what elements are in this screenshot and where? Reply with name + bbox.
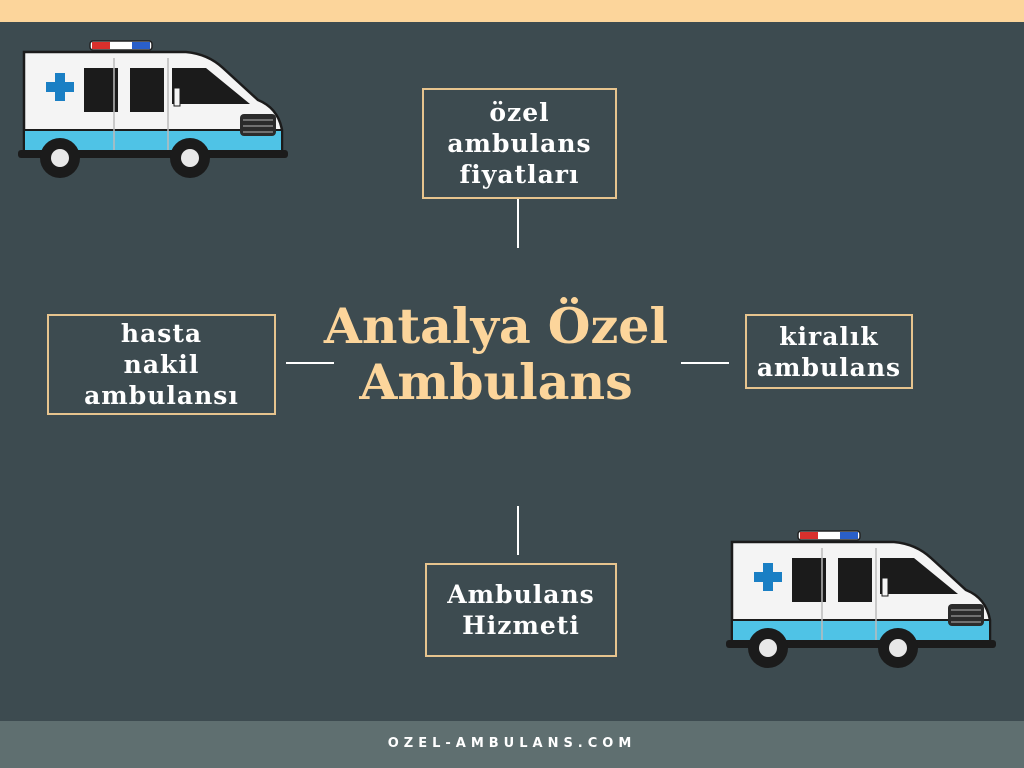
box-left-line-2: nakil xyxy=(123,350,200,379)
connector-left xyxy=(286,362,334,364)
footer-bar xyxy=(0,721,1024,768)
box-ambulans-hizmeti: Ambulans Hizmeti xyxy=(425,563,617,657)
box-top-line-3: fiyatları xyxy=(459,160,580,189)
box-top-line-2: ambulans xyxy=(447,129,592,158)
box-bottom-line-1: Ambulans xyxy=(447,580,595,609)
connector-bottom xyxy=(517,506,519,555)
connector-right xyxy=(681,362,729,364)
title-line-2: Ambulans xyxy=(359,353,633,411)
title-line-1: Antalya Özel xyxy=(323,297,669,355)
page-title: Antalya Özel Ambulans xyxy=(318,298,674,410)
box-right-line-2: ambulans xyxy=(756,352,902,382)
box-left-line-1: hasta xyxy=(120,319,203,348)
box-top-line-1: özel xyxy=(489,98,550,127)
box-bottom-line-2: Hizmeti xyxy=(462,611,580,640)
footer-website: OZEL-AMBULANS.COM xyxy=(387,736,637,751)
box-hasta-nakil-ambulansi: hasta nakil ambulansı xyxy=(47,314,276,415)
box-right-line-1: kiralık xyxy=(779,321,879,351)
ambulance-icon xyxy=(18,40,288,178)
box-left-line-3: ambulansı xyxy=(84,381,239,410)
box-ozel-ambulans-fiyatlari: özel ambulans fiyatları xyxy=(422,88,617,199)
connector-top xyxy=(517,199,519,248)
ambulance-icon xyxy=(726,530,996,668)
box-kiralik-ambulans: kiralık ambulans xyxy=(745,314,913,389)
top-accent-bar xyxy=(0,0,1024,22)
